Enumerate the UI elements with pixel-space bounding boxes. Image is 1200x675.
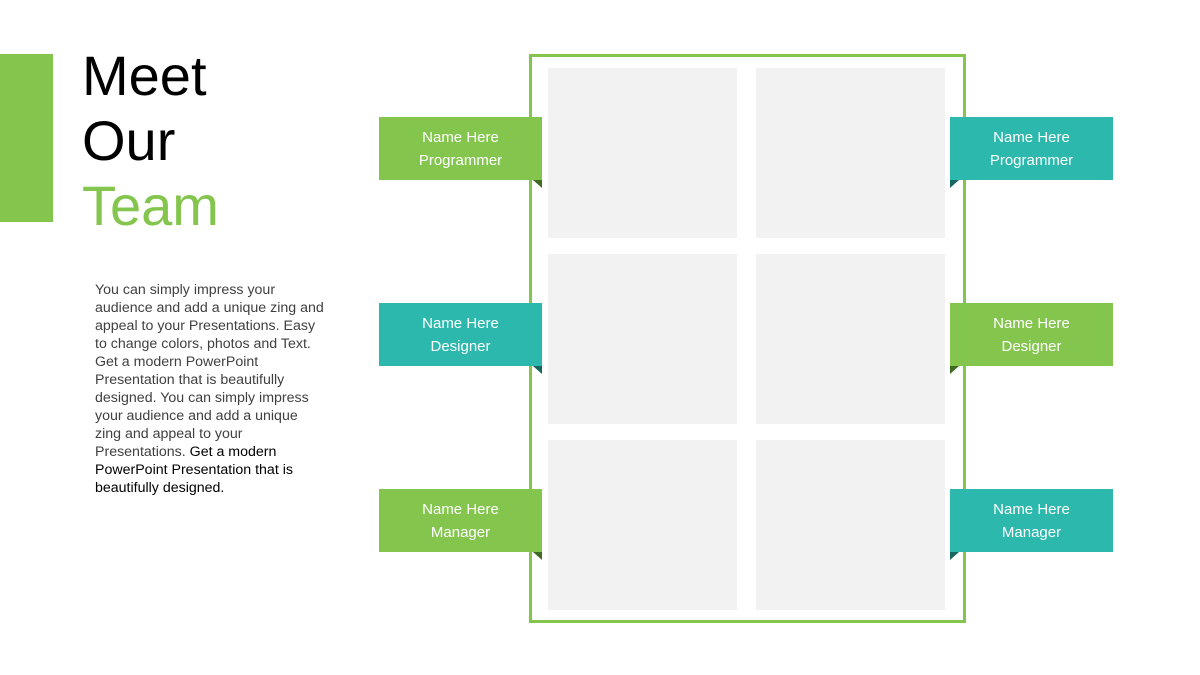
member-role: Manager (1001, 523, 1062, 541)
photo-placeholder[interactable] (548, 68, 737, 238)
description-text: You can simply impress your audience and… (95, 281, 327, 497)
member-tag-programmer-right: Name Here Programmer (950, 117, 1113, 188)
member-tag-designer-right: Name Here Designer (950, 303, 1113, 374)
member-tag-programmer-left: Name Here Programmer (379, 117, 542, 188)
title-line-team: Team (82, 174, 219, 237)
member-role: Programmer (418, 151, 503, 169)
photo-placeholder[interactable] (756, 68, 945, 238)
ribbon-fold (533, 552, 542, 560)
photo-frame (529, 54, 966, 623)
member-name: Name Here (422, 128, 499, 146)
ribbon-fold (533, 366, 542, 374)
photo-placeholder[interactable] (548, 440, 737, 610)
member-role: Designer (1001, 337, 1062, 355)
member-tag-manager-right: Name Here Manager (950, 489, 1113, 560)
photo-placeholder[interactable] (756, 440, 945, 610)
ribbon-fold (950, 180, 959, 188)
member-name: Name Here (993, 500, 1070, 518)
title-line-meet: Meet (82, 44, 207, 107)
member-name: Name Here (993, 314, 1070, 332)
accent-bar (0, 54, 53, 222)
ribbon-fold (533, 180, 542, 188)
photo-placeholder[interactable] (756, 254, 945, 424)
member-role: Programmer (989, 151, 1074, 169)
photo-placeholder[interactable] (548, 254, 737, 424)
member-role: Manager (430, 523, 491, 541)
ribbon-fold (950, 552, 959, 560)
member-name: Name Here (422, 314, 499, 332)
member-tag-designer-left: Name Here Designer (379, 303, 542, 374)
ribbon-fold (950, 366, 959, 374)
member-role: Designer (430, 337, 491, 355)
member-name: Name Here (422, 500, 499, 518)
description-part-2: Get a modern PowerPoint Presentation tha… (95, 444, 293, 496)
description-part-1: You can simply impress your audience and… (95, 282, 324, 460)
member-name: Name Here (993, 128, 1070, 146)
title-line-our: Our (82, 109, 176, 172)
member-tag-manager-left: Name Here Manager (379, 489, 542, 560)
